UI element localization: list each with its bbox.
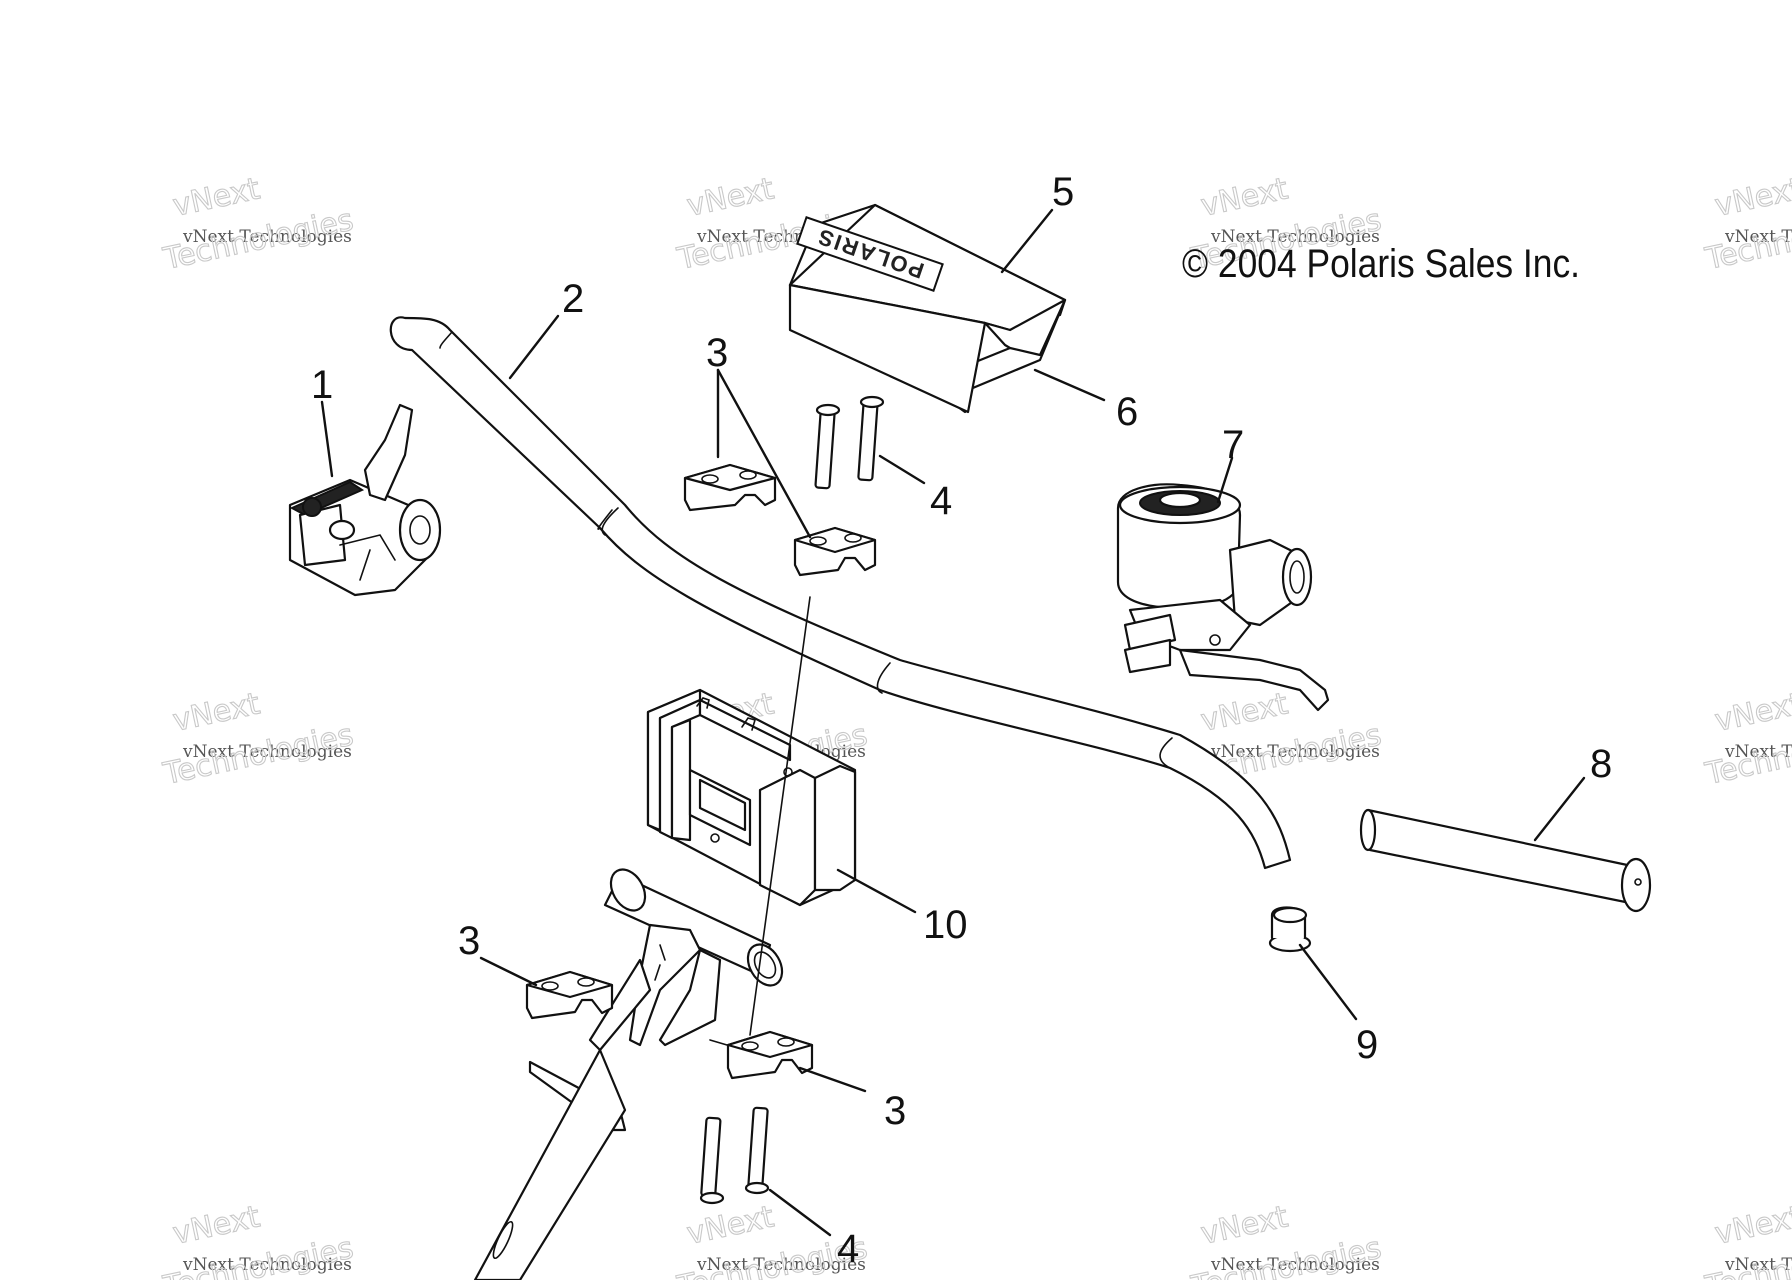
leader-lines xyxy=(320,208,1586,1237)
bolts-lower-part xyxy=(699,1106,770,1205)
clamp-upper-left-part xyxy=(683,463,777,512)
watermark: vNext vNext Technologies Technologies xyxy=(159,1199,357,1280)
svg-text:vNext Technologies: vNext Technologies xyxy=(696,1255,866,1275)
callout-1: 1 xyxy=(311,363,333,407)
clamp-lower-right-part xyxy=(726,1030,814,1080)
end-plug-part xyxy=(1268,906,1312,953)
svg-text:vNext: vNext xyxy=(1712,171,1792,224)
watermark: vNext vNext Technologies Technologies xyxy=(159,686,357,793)
callout-3-left: 3 xyxy=(458,919,480,963)
callout-9: 9 xyxy=(1356,1023,1378,1067)
handlebar-pad-part: POLARIS xyxy=(788,203,1067,414)
callout-3-lower: 3 xyxy=(884,1089,906,1133)
svg-text:vNext: vNext xyxy=(1198,171,1291,224)
svg-text:vNext Technologies: vNext Technologies xyxy=(182,1255,352,1275)
callout-10: 10 xyxy=(923,903,968,947)
watermark: vNext vNext Technologies Technologies xyxy=(1701,171,1792,278)
svg-text:vNext: vNext xyxy=(1712,686,1792,739)
svg-text:vNext Technologies: vNext Technologies xyxy=(1210,227,1380,247)
svg-text:vNext Technologies: vNext Technologies xyxy=(1724,1255,1792,1275)
callout-8: 8 xyxy=(1590,742,1612,786)
svg-text:vNext: vNext xyxy=(1198,686,1291,739)
svg-text:vNext Technologies: vNext Technologies xyxy=(1724,227,1792,247)
clamp-upper-right-part xyxy=(793,526,877,577)
callout-3-upper: 3 xyxy=(706,331,728,375)
callout-2: 2 xyxy=(562,277,584,321)
svg-text:vNext Technologies: vNext Technologies xyxy=(1210,1255,1380,1275)
throttle-switch-part xyxy=(288,403,442,597)
svg-text:vNext: vNext xyxy=(1712,1199,1792,1252)
svg-text:vNext: vNext xyxy=(170,171,263,224)
svg-text:vNext Technologies: vNext Technologies xyxy=(1724,742,1792,762)
copyright-text: © 2004 Polaris Sales Inc. xyxy=(1182,242,1580,286)
svg-text:vNext: vNext xyxy=(170,1199,263,1252)
svg-text:vNext: vNext xyxy=(684,1199,777,1252)
watermark: vNext vNext Technologies Technologies xyxy=(1701,686,1792,793)
svg-text:vNext: vNext xyxy=(684,171,777,224)
watermark: vNext vNext Technologies Technologies xyxy=(1701,1199,1792,1280)
callout-6: 6 xyxy=(1116,390,1138,434)
svg-text:vNext Technologies: vNext Technologies xyxy=(1210,742,1380,762)
clamp-lower-left-part xyxy=(525,970,614,1020)
svg-text:vNext Technologies: vNext Technologies xyxy=(182,227,352,247)
svg-text:vNext: vNext xyxy=(1198,1199,1291,1252)
bolts-upper-part xyxy=(814,395,885,490)
steering-post-part xyxy=(473,868,784,1280)
callout-4-lower: 4 xyxy=(837,1227,859,1271)
callout-7: 7 xyxy=(1222,423,1244,467)
brake-master-cylinder-part xyxy=(1116,483,1330,712)
watermark: vNext vNext Technologies Technologies xyxy=(1187,1199,1385,1280)
riser-block-part xyxy=(646,688,857,907)
grip-part xyxy=(1359,808,1652,913)
svg-text:vNext: vNext xyxy=(170,686,263,739)
handlebar-part xyxy=(389,316,1292,870)
callout-5: 5 xyxy=(1052,170,1074,214)
watermark: vNext vNext Technologies Technologies xyxy=(159,171,357,278)
callout-4-upper: 4 xyxy=(930,479,952,523)
svg-text:vNext Technologies: vNext Technologies xyxy=(182,742,352,762)
